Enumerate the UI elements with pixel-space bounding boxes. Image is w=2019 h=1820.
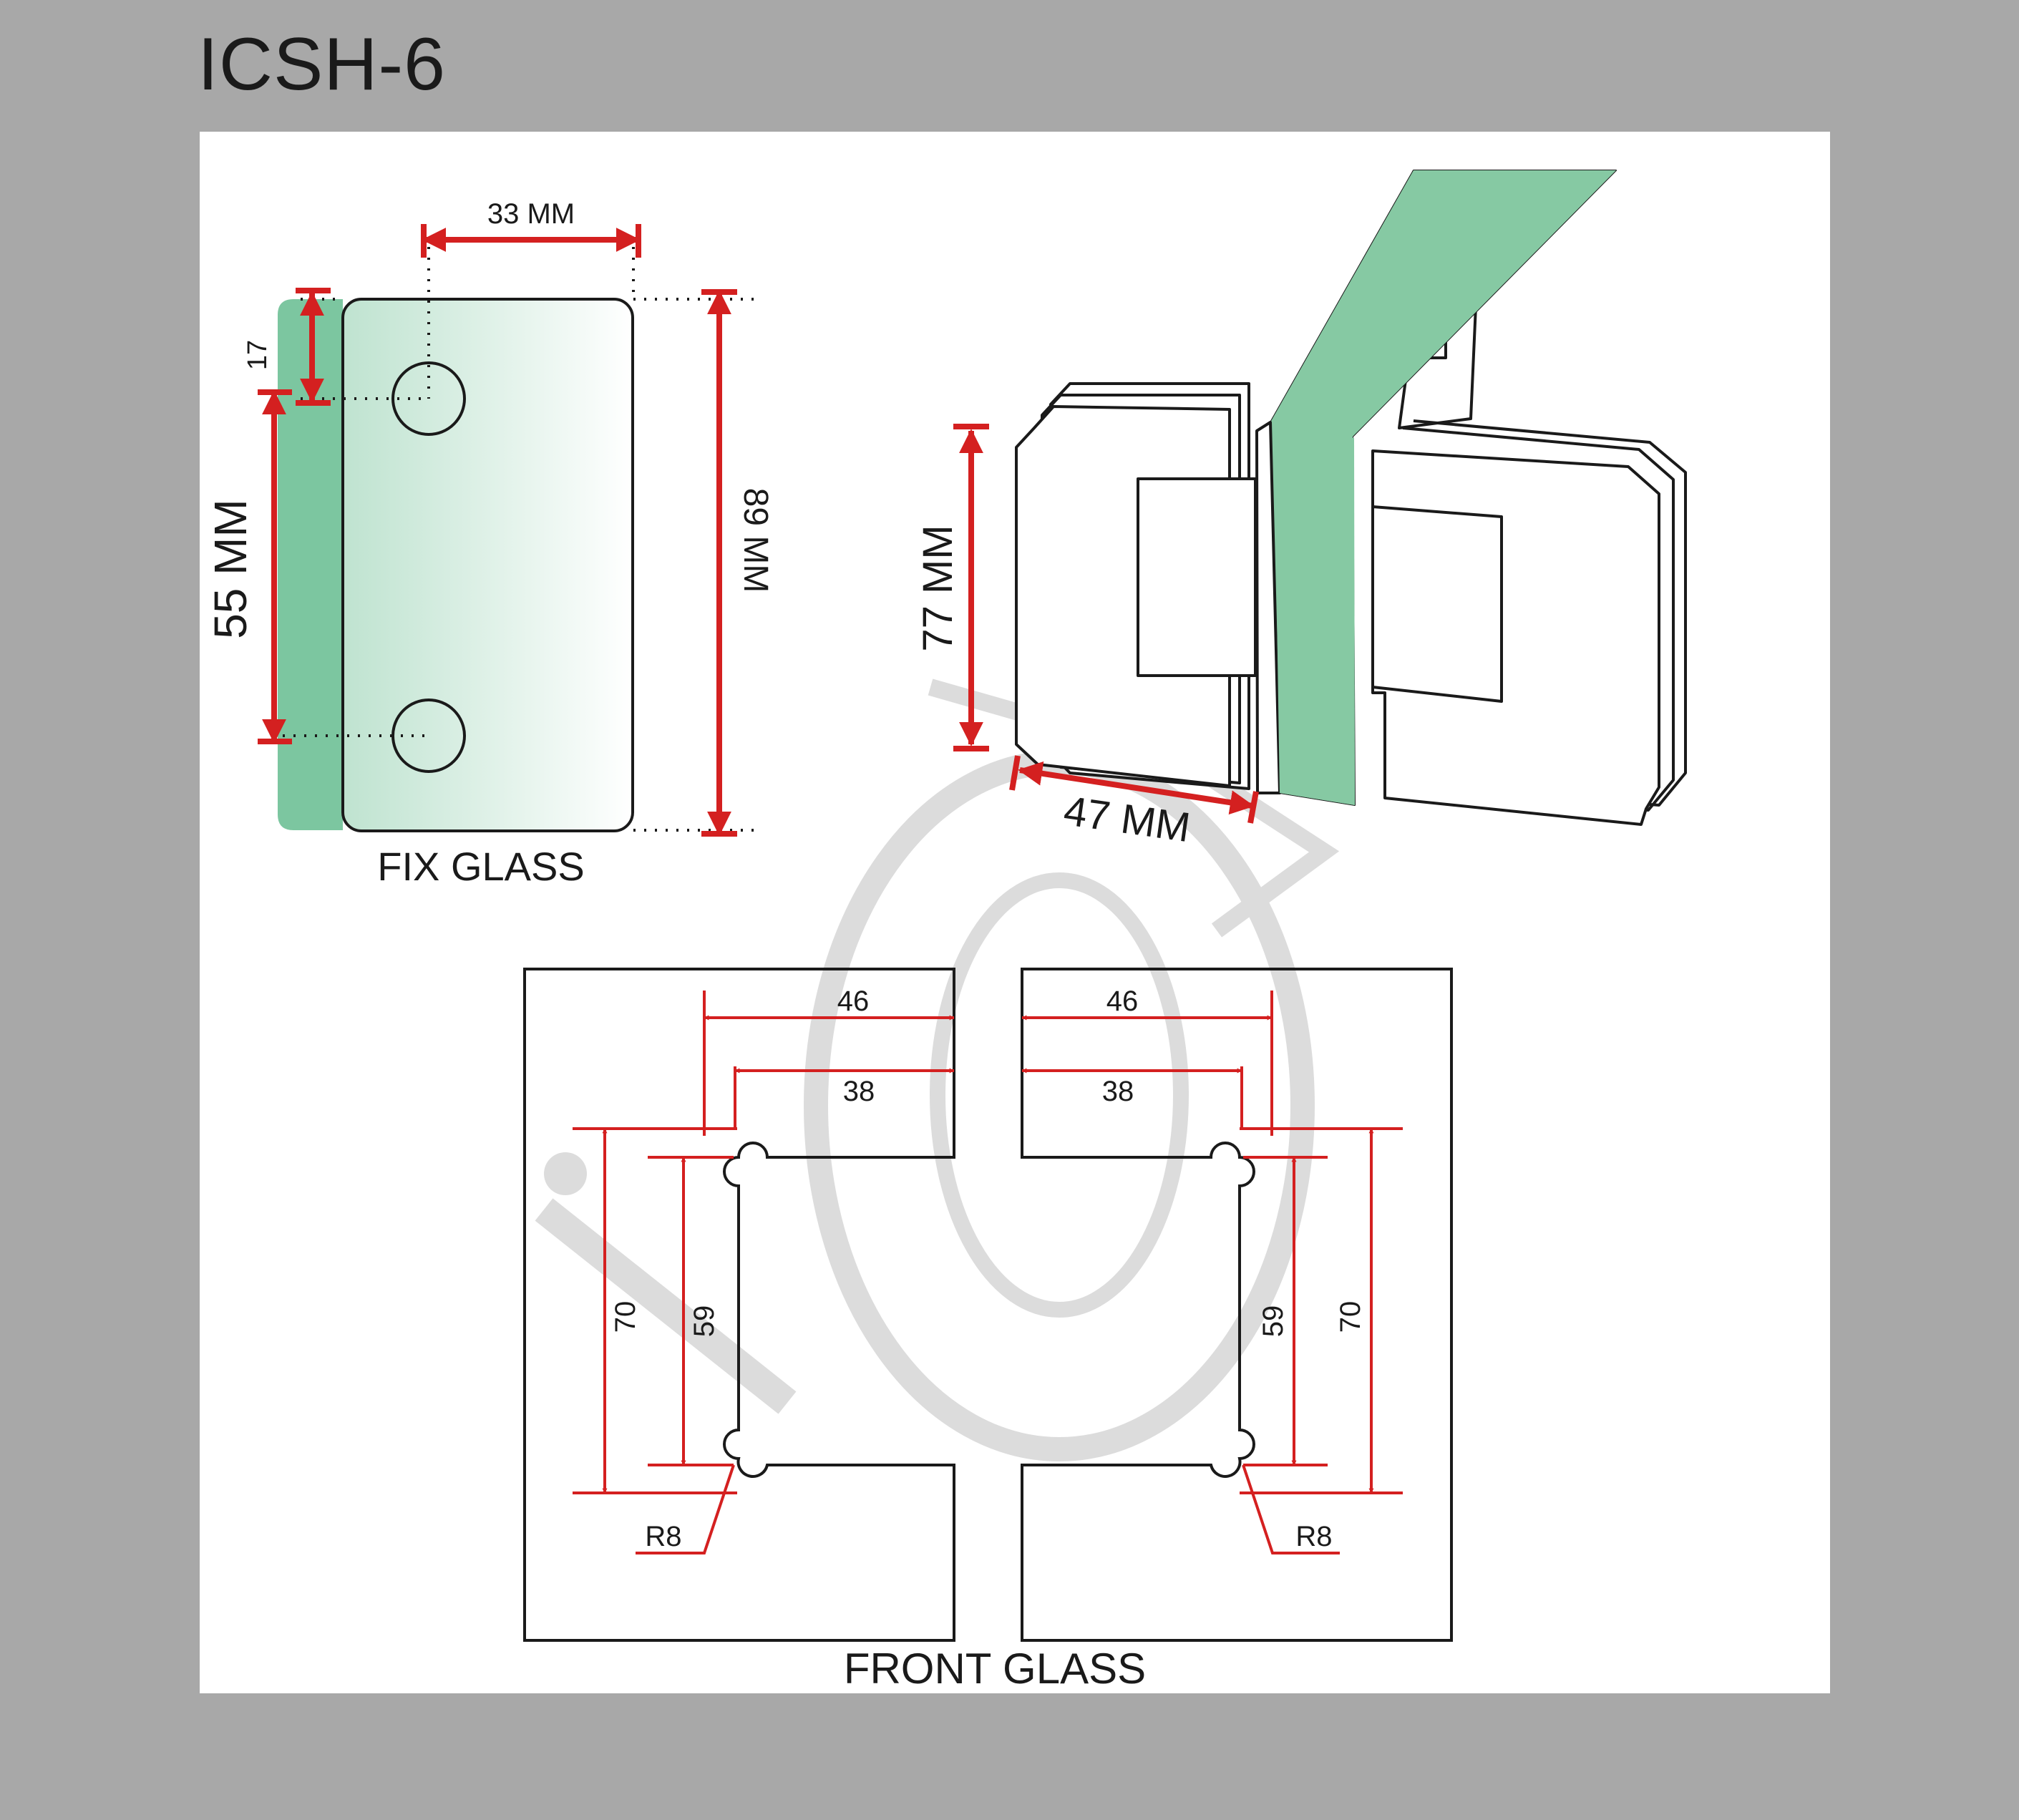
front-left-radius-label: R8 — [645, 1521, 681, 1552]
front-glass-left-panel — [523, 968, 955, 1642]
fix-glass-view: 33 MM 17 55 MM 89 MM FIX GLASS — [205, 198, 774, 889]
front-glass-dimensions — [573, 991, 1403, 1554]
front-right-radius-label: R8 — [1295, 1521, 1332, 1552]
front-right-inner-width-label: 38 — [1102, 1076, 1134, 1107]
fix-glass-plate — [341, 298, 634, 832]
front-glass-view — [523, 968, 1453, 1642]
front-left-inner-height-label: 59 — [689, 1305, 720, 1338]
fix-glass-hole-bottom — [391, 699, 466, 773]
technical-drawing: 33 MM 17 55 MM 89 MM FIX GLASS — [205, 170, 1687, 1693]
front-right-outer-width-label: 46 — [1106, 986, 1139, 1017]
fix-glass-width-label: 33 MM — [487, 198, 575, 230]
front-right-outer-height-label: 70 — [1335, 1301, 1366, 1333]
fix-glass-pane — [278, 299, 343, 830]
front-right-inner-height-label: 59 — [1257, 1305, 1289, 1338]
drawing-panel: 33 MM 17 55 MM 89 MM FIX GLASS — [200, 132, 1830, 1693]
front-left-outer-width-label: 46 — [837, 986, 870, 1017]
fix-glass-hole-spacing-label: 55 MM — [205, 499, 256, 639]
fix-glass-hole-top — [391, 361, 466, 436]
fix-glass-height-label: 89 MM — [736, 488, 774, 593]
front-glass-caption: FRONT GLASS — [844, 1645, 1146, 1693]
hinge-3d-view: 77 MM 47 MM — [915, 170, 1687, 851]
product-code-title: ICSH-6 — [198, 23, 446, 106]
front-left-inner-width-label: 38 — [843, 1076, 875, 1107]
fix-glass-top-offset-label: 17 — [243, 340, 273, 370]
front-glass-right-panel — [1021, 968, 1453, 1642]
front-left-outer-height-label: 70 — [610, 1301, 641, 1333]
hinge-height-label: 77 MM — [915, 525, 961, 651]
fix-glass-caption: FIX GLASS — [377, 844, 584, 889]
